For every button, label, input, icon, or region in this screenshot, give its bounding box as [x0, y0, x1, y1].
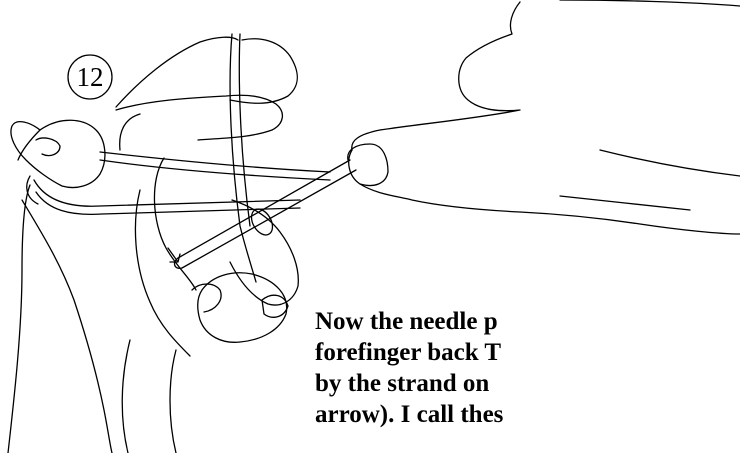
yarn-strand-upper — [100, 152, 330, 180]
yarn-loop-over-index — [230, 34, 256, 282]
right-hand-outline — [352, 0, 740, 150]
left-thumbnail — [36, 138, 60, 156]
left-pinky — [192, 284, 221, 312]
right-thumb — [349, 150, 740, 234]
right-thumbnail — [348, 144, 388, 186]
left-index-finger — [116, 39, 297, 140]
caption-line: Now the needle p — [315, 306, 740, 337]
caption-line: forefinger back T — [315, 337, 740, 368]
left-thumb — [11, 120, 105, 187]
step-number-badge — [68, 55, 112, 99]
caption-line: by the strand on — [315, 368, 740, 399]
left-palm-fold — [120, 114, 196, 356]
left-middle-finger — [230, 200, 298, 305]
left-hand-outline — [8, 37, 238, 453]
left-ring-fingernail — [262, 295, 288, 317]
right-finger-fold — [560, 150, 740, 210]
instruction-caption: Now the needle p forefinger back T by th… — [315, 306, 740, 453]
left-palm-lower — [22, 200, 176, 453]
caption-line: arrow). I call thes — [315, 399, 740, 430]
